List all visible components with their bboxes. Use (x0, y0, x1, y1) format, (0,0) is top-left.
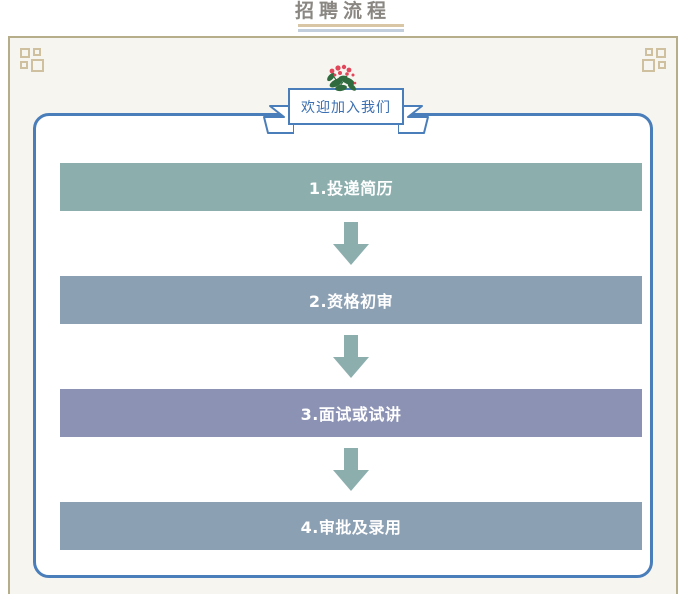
page-title: 招聘流程 (294, 0, 391, 22)
flow-step-box-1[interactable]: 1.投递简历 (60, 163, 642, 211)
flow-step-label-1: 1.投递简历 (308, 179, 394, 198)
banner-box: 欢迎加入我们 (288, 88, 404, 125)
flow-step-box-3[interactable]: 3.面试或试讲 (60, 389, 642, 437)
welcome-banner: 欢迎加入我们 (263, 64, 429, 136)
banner-ribbon-tail-right (397, 102, 438, 136)
title-area: 招聘流程 (0, 0, 686, 38)
arrow-down-icon (331, 448, 371, 493)
title-underline-tan (298, 24, 404, 27)
banner-text: 欢迎加入我们 (301, 99, 391, 116)
title-underline-blue (298, 29, 404, 32)
arrow-down-icon (331, 335, 371, 380)
flower-sprig-icon (318, 62, 364, 92)
flow-step-box-2[interactable]: 2.资格初审 (60, 276, 642, 324)
arrow-down-icon (331, 222, 371, 267)
corner-ornament-top-left (20, 48, 46, 74)
flow-step-box-4[interactable]: 4.审批及录用 (60, 502, 642, 550)
flow-step-label-3: 3.面试或试讲 (300, 405, 402, 424)
corner-ornament-top-right (640, 48, 666, 74)
flow-step-label-4: 4.审批及录用 (300, 518, 402, 537)
flow-step-label-2: 2.资格初审 (308, 292, 394, 311)
